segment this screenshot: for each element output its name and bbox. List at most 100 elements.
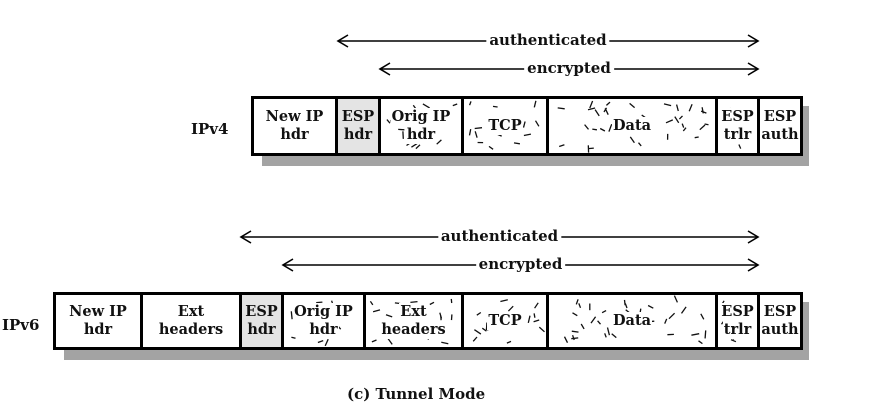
field-label: hdr xyxy=(82,321,114,339)
dash-mark xyxy=(372,309,381,313)
dash-mark xyxy=(538,326,545,333)
field-label: ESP xyxy=(762,303,798,321)
dash-mark xyxy=(429,301,435,306)
dash-mark xyxy=(488,145,494,150)
dash-mark xyxy=(638,142,642,147)
dash-mark xyxy=(481,327,487,332)
dash-mark xyxy=(700,313,705,320)
dash-mark xyxy=(623,299,626,306)
authenticated-label: authenticated xyxy=(437,227,562,245)
dash-mark xyxy=(578,303,582,309)
dash-mark xyxy=(587,107,596,111)
field-label: trlr xyxy=(722,126,753,144)
dash-mark xyxy=(507,305,514,312)
field-label: hdr xyxy=(405,126,437,144)
dash-mark xyxy=(385,314,393,318)
field-label: Data xyxy=(611,312,653,330)
dash-mark xyxy=(673,295,678,303)
dash-mark xyxy=(476,311,482,316)
dash-mark xyxy=(675,104,679,112)
ipv6-field-data: Data xyxy=(546,292,718,350)
dash-mark xyxy=(584,124,590,130)
ipv6-encrypted-arrow: encrypted xyxy=(281,255,760,273)
dash-mark xyxy=(629,102,636,109)
dash-mark xyxy=(572,312,578,317)
dash-mark xyxy=(592,128,597,131)
dash-mark xyxy=(575,299,579,305)
field-label: Ext xyxy=(176,303,206,321)
dash-mark xyxy=(387,338,393,345)
dash-mark xyxy=(668,312,676,320)
dash-mark xyxy=(533,100,537,108)
dash-mark xyxy=(316,301,323,304)
dash-mark xyxy=(441,341,449,345)
dash-mark xyxy=(594,109,600,117)
field-label: headers xyxy=(157,321,225,339)
encrypted-label: encrypted xyxy=(524,59,614,77)
dash-mark xyxy=(674,116,680,124)
field-label: Orig IP xyxy=(293,303,354,321)
dash-mark xyxy=(699,124,706,131)
dash-mark xyxy=(571,330,579,333)
dash-mark xyxy=(468,101,472,106)
field-label: hdr xyxy=(246,321,277,339)
dash-mark xyxy=(492,105,498,108)
dash-mark xyxy=(522,121,526,128)
field-label: TCP xyxy=(487,312,523,330)
dash-mark xyxy=(608,123,613,132)
dash-mark xyxy=(558,144,565,148)
dash-mark xyxy=(589,100,594,109)
dash-mark xyxy=(606,327,611,336)
field-label: Orig IP xyxy=(390,108,452,126)
dash-mark xyxy=(665,119,674,124)
dash-mark xyxy=(506,340,512,344)
dash-mark xyxy=(472,336,478,342)
dash-mark xyxy=(704,330,707,339)
dash-mark xyxy=(694,136,699,139)
dash-mark xyxy=(738,144,742,149)
ipv4-field-tcp: TCP xyxy=(461,96,549,156)
dash-mark xyxy=(629,136,635,144)
field-label: Ext xyxy=(399,303,428,321)
dash-mark xyxy=(611,333,617,339)
dash-mark xyxy=(664,318,668,324)
dash-mark xyxy=(704,123,709,126)
ipv6-field-tcp: TCP xyxy=(461,292,549,350)
dash-mark xyxy=(474,329,482,335)
dash-mark xyxy=(597,320,601,325)
dash-mark xyxy=(500,299,508,303)
dash-mark xyxy=(534,302,539,309)
dash-mark xyxy=(571,337,579,340)
field-label: ESP xyxy=(762,108,798,126)
field-label: New IP xyxy=(264,108,325,126)
authenticated-label: authenticated xyxy=(486,31,610,49)
dash-mark xyxy=(474,127,483,130)
dash-mark xyxy=(580,323,585,330)
dash-mark xyxy=(557,107,565,110)
dash-mark xyxy=(422,103,430,109)
dash-mark xyxy=(730,339,737,343)
ipv4-encrypted-arrow: encrypted xyxy=(378,59,760,77)
field-label: headers xyxy=(380,321,447,339)
dash-mark xyxy=(700,110,707,114)
field-label: hdr xyxy=(279,126,310,144)
dash-mark xyxy=(563,336,569,343)
dash-mark xyxy=(698,340,703,345)
dash-mark xyxy=(680,306,687,314)
ipv6-label: IPv6 xyxy=(2,316,40,334)
dash-mark xyxy=(678,115,683,120)
field-label: ESP xyxy=(720,303,755,321)
dash-mark xyxy=(290,311,293,320)
dash-mark xyxy=(682,127,687,132)
